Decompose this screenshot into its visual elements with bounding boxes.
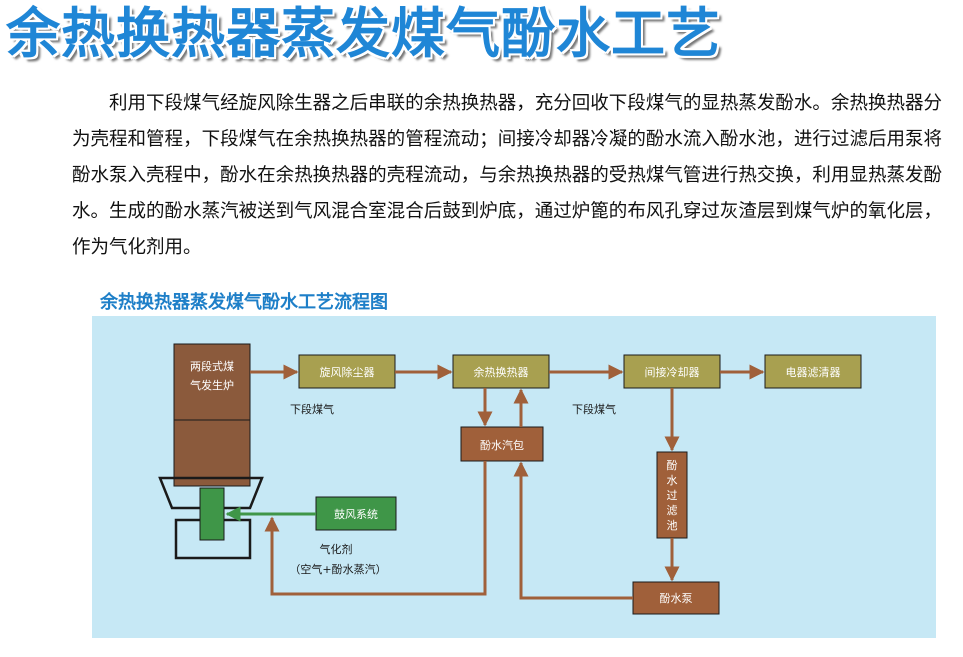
cyclone-label: 旋风除尘器: [320, 365, 375, 379]
lower-gas-label-1: 下段煤气: [290, 402, 334, 416]
indirect-cooler-label: 间接冷却器: [645, 366, 700, 379]
phenol-pool-filter-label: 酚水过滤池: [667, 458, 678, 532]
cyclone-box: 旋风除尘器: [298, 354, 396, 389]
gasifier-grate-column: [199, 487, 225, 541]
phenol-drum-label: 酚水汽包: [480, 438, 524, 452]
blower-label: 鼓风系统: [334, 507, 378, 521]
phenol-pump-box: 酚水泵: [632, 581, 720, 615]
arrow-drum-to-gasifier: [264, 461, 487, 596]
electrostatic-precipitator-box: 电器滤清器: [764, 354, 862, 389]
heat-exchanger-box: 余热换热器: [452, 354, 550, 389]
phenol-pool-filter-box: 酚水过滤池: [656, 451, 688, 539]
phenol-pump-label: 酚水泵: [660, 591, 693, 605]
page-title: 余热换热器蒸发煤气酚水工艺: [6, 2, 721, 65]
gasifier: 两段式煤 气发生炉: [158, 343, 264, 560]
flow-arrows: [225, 364, 765, 600]
gasifying-agent-detail-label: （空气+酚水蒸汽）: [289, 562, 386, 576]
blower-box: 鼓风系统: [315, 496, 397, 531]
diagram-title: 余热换热器蒸发煤气酚水工艺流程图: [100, 292, 388, 313]
arrow-pump-to-drum: [513, 461, 633, 600]
gasifier-label-line2: 气发生炉: [190, 378, 234, 392]
lower-gas-label-2: 下段煤气: [572, 402, 616, 416]
gasifier-lower-section: [173, 419, 251, 487]
electrostatic-precipitator-label: 电器滤清器: [786, 366, 841, 379]
intro-paragraph: 利用下段煤气经旋风除生器之后串联的余热换热器，充分回收下段煤气的显热蒸发酚水。余…: [72, 93, 942, 258]
heat-exchanger-label: 余热换热器: [474, 365, 529, 379]
phenol-drum-box: 酚水汽包: [460, 426, 544, 462]
gasifying-agent-label: 气化剂: [320, 542, 353, 556]
indirect-cooler-box: 间接冷却器: [623, 354, 721, 389]
gasifier-label-line1: 两段式煤: [190, 359, 234, 373]
gasifier-grate-hopper: [158, 476, 264, 510]
